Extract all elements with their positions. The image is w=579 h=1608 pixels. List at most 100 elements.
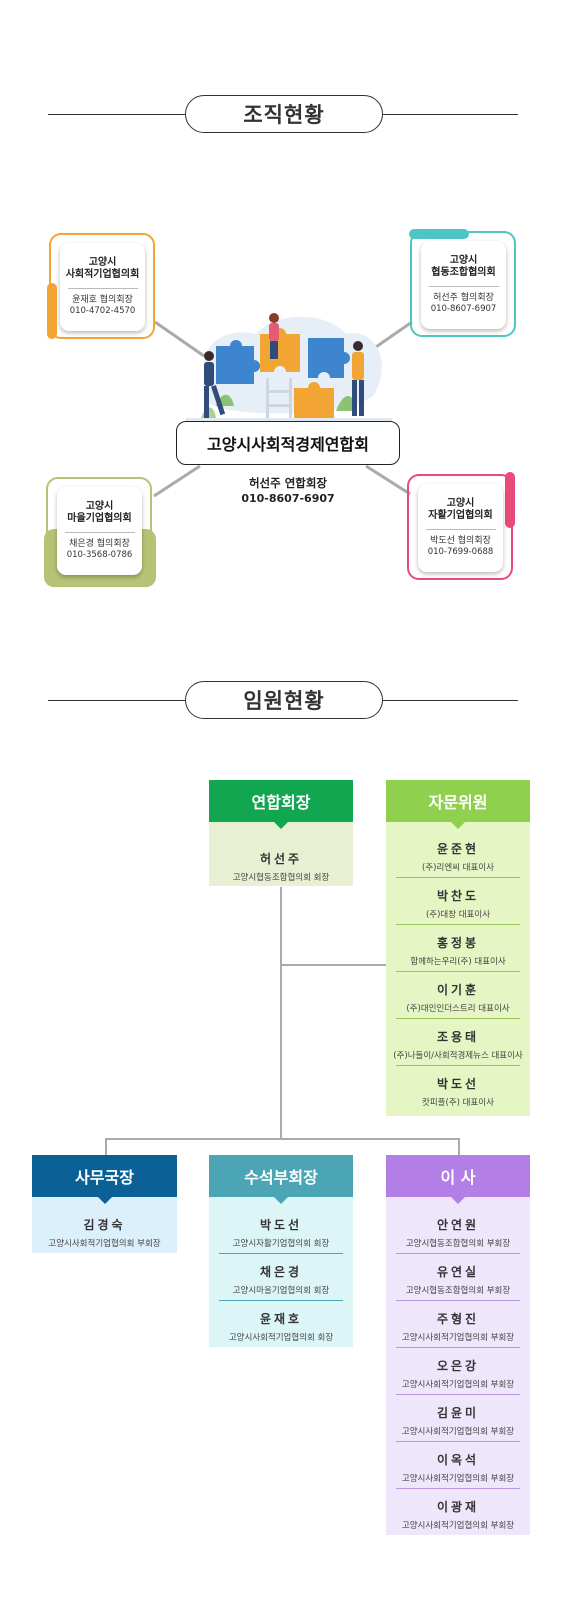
central-federation-box: 고양시사회적경제연합회 xyxy=(176,421,400,465)
member-role: 고양시협동조합협의회 부회장 xyxy=(405,1239,511,1249)
org-node-phone: 010-4702-4570 xyxy=(69,306,136,316)
member-role: 고양시사회적기업협의회 부회장 xyxy=(401,1521,515,1531)
member-divider xyxy=(396,1394,520,1395)
member-name: 김윤미 xyxy=(436,1406,480,1420)
member-role: 함께하는우리(주) 대표이사 xyxy=(410,957,506,967)
member-entry: 이기훈(주)대인인더스트리 대표이사 xyxy=(386,981,530,1014)
member-name: 윤재호 xyxy=(259,1312,303,1326)
org-node-person: 채은경 협의회장 xyxy=(69,539,130,549)
member-divider xyxy=(219,1253,343,1254)
connector-selfsup xyxy=(365,464,411,496)
member-name: 채은경 xyxy=(259,1265,303,1279)
member-name: 이기훈 xyxy=(436,983,480,997)
member-divider xyxy=(396,1300,520,1301)
org-node-accent xyxy=(409,229,469,239)
member-divider xyxy=(396,971,520,972)
secretary-drop-line xyxy=(105,1138,107,1155)
org-node-name: 고양시 협동조합협의회 xyxy=(431,255,496,278)
org-node-person: 윤재호 협의회장 xyxy=(72,295,133,305)
member-role: 고양시사회적기업협의회 부회장 xyxy=(401,1474,515,1484)
member-role: 고양시사회적기업협의회 부회장 xyxy=(401,1380,515,1390)
member-name: 주형진 xyxy=(436,1312,480,1326)
member-name: 이옥석 xyxy=(436,1453,480,1467)
org-node-phone: 010-7699-0688 xyxy=(427,547,494,557)
member-name: 안연원 xyxy=(436,1218,480,1232)
org-node-divider xyxy=(425,529,496,530)
member-name: 박찬도 xyxy=(436,889,480,903)
member-name: 윤준현 xyxy=(436,842,480,856)
advisor-branch-line xyxy=(282,964,386,966)
exec-section-header: 임원현황 xyxy=(48,681,518,721)
member-entry: 박찬도 (주)대창 대표이사 xyxy=(386,887,530,920)
trunk-vertical-line xyxy=(280,887,282,1140)
central-person: 허선주 연합회장 xyxy=(248,476,328,490)
member-divider xyxy=(396,877,520,878)
member-name: 오은강 xyxy=(436,1359,480,1373)
org-node-name: 고양시 사회적기업협의회 xyxy=(65,257,140,280)
member-role: 고양시사회적기업협의회 부회장 xyxy=(401,1333,515,1343)
org-node-divider xyxy=(64,532,135,533)
puzzle-teamwork-illustration xyxy=(186,313,392,421)
member-divider xyxy=(396,1065,520,1066)
member-name: 허선주 xyxy=(259,852,303,866)
org-section-header: 조직현황 xyxy=(48,95,518,135)
member-role: (주)대창 대표이사 xyxy=(425,910,491,920)
member-role: (주)리엔씨 대표이사 xyxy=(422,863,494,873)
org-node-name: 고양시 자활기업협의회 xyxy=(428,498,493,521)
member-role: 고양시협동조합협의회 회장 xyxy=(232,873,330,883)
directors-group-title: 이 사 xyxy=(386,1155,530,1204)
member-role: 고양시사회적기업협의회 부회장 xyxy=(401,1427,515,1437)
member-entry: 윤준현 (주)리엔씨 대표이사 xyxy=(386,840,530,873)
member-divider xyxy=(396,1488,520,1489)
member-divider xyxy=(396,1441,520,1442)
member-name: 이광재 xyxy=(436,1500,480,1514)
secretary-group-title: 사무국장 xyxy=(32,1155,177,1204)
chair-group-title: 연합회장 xyxy=(209,780,353,829)
advisors-group-title: 자문위원 xyxy=(386,780,530,829)
org-node-divider xyxy=(67,288,138,289)
connector-village xyxy=(153,464,201,498)
directors-drop-line xyxy=(458,1138,460,1155)
member-divider xyxy=(219,1300,343,1301)
member-role: 고양시사회적기업협의회 회장 xyxy=(228,1333,334,1343)
member-name: 김경숙 xyxy=(83,1218,126,1232)
member-role: 고양시사회적기업협의회 부회장 xyxy=(48,1239,161,1249)
member-role: 캇피플(주) 대표이사 xyxy=(422,1098,494,1108)
member-role: (주)나들이/사회적경제뉴스 대표이사 xyxy=(393,1051,523,1061)
member-divider xyxy=(396,1253,520,1254)
vice-chairs-group-title: 수석부회장 xyxy=(209,1155,353,1204)
member-role: 고양시자활기업협의회 회장 xyxy=(232,1239,330,1249)
member-name: 박도선 xyxy=(259,1218,303,1232)
central-phone: 010-8607-6907 xyxy=(241,492,335,505)
org-node-phone: 010-3568-0786 xyxy=(66,550,133,560)
exec-section-title: 임원현황 xyxy=(185,681,383,719)
connector-social xyxy=(154,320,205,358)
org-node-person: 허선주 협의회장 xyxy=(433,293,494,303)
org-node-accent xyxy=(505,472,515,528)
org-node-accent xyxy=(47,283,57,339)
org-node-name: 고양시 마을기업협의회 xyxy=(67,501,132,524)
member-role: 고양시마을기업협의회 회장 xyxy=(232,1286,330,1296)
